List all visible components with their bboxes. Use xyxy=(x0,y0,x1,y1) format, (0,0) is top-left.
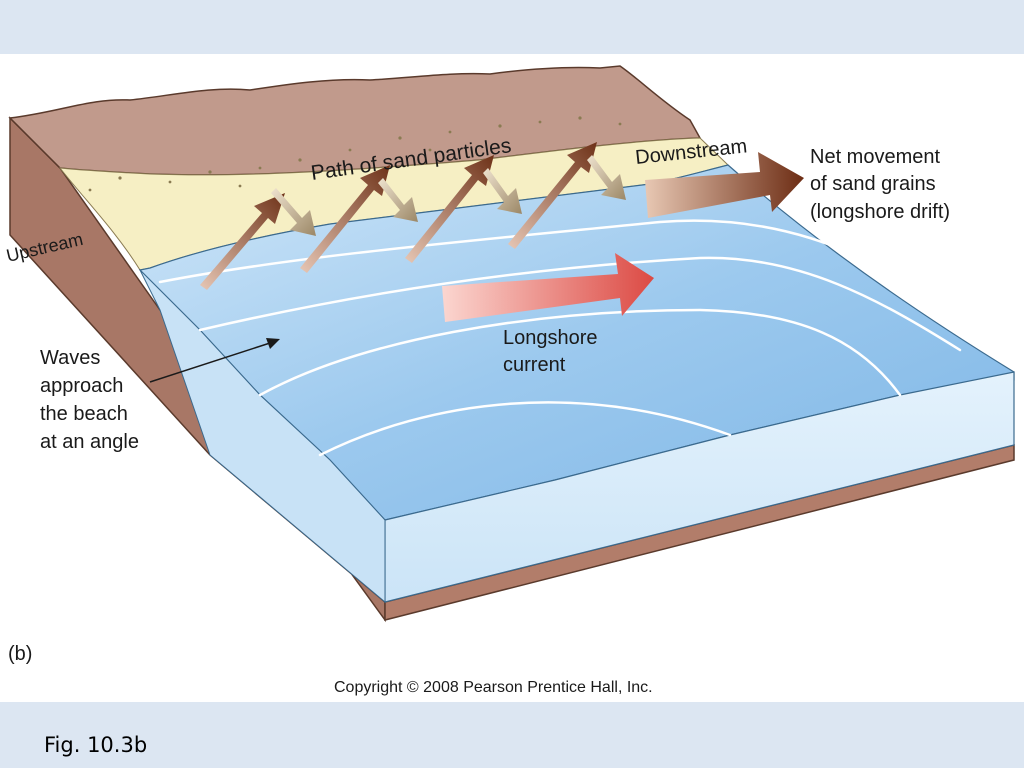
ocean-side-slope xyxy=(139,269,386,604)
label-waves-2: approach xyxy=(40,375,123,397)
label-longshore-1: Longshore xyxy=(503,327,598,349)
label-net-movement-2: of sand grains xyxy=(810,173,936,195)
longshore-current-arrow xyxy=(442,253,654,322)
ocean-front-face xyxy=(384,371,1015,603)
label-waves-4: at an angle xyxy=(40,431,139,453)
sand-speckles xyxy=(88,116,622,192)
top-band xyxy=(0,0,1024,54)
label-longshore-2: current xyxy=(503,354,566,376)
label-net-movement-1: Net movement xyxy=(810,146,940,168)
waves-pointer-line xyxy=(149,342,271,383)
label-net-movement-3: (longshore drift) xyxy=(810,201,950,223)
waves-pointer-head xyxy=(266,338,280,349)
net-movement-arrow xyxy=(645,152,804,218)
wave-crests xyxy=(158,219,962,457)
label-waves-3: the beach xyxy=(40,403,128,425)
label-waves-1: Waves xyxy=(40,347,100,369)
figure-caption: Fig. 10.3b xyxy=(44,733,148,757)
copyright-text: Copyright © 2008 Pearson Prentice Hall, … xyxy=(334,679,653,696)
sand-path-arrows xyxy=(200,142,626,290)
panel-label: (b) xyxy=(8,643,32,665)
bottom-band xyxy=(0,702,1024,768)
